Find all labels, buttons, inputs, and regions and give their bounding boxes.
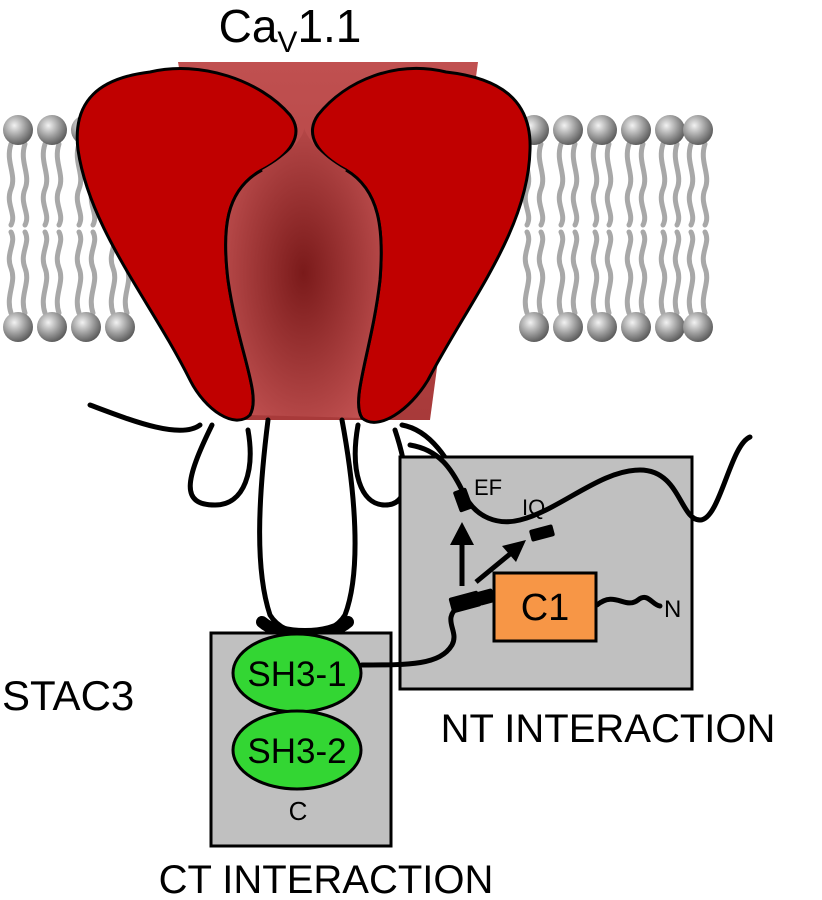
lipid-tail bbox=[556, 141, 566, 228]
channel-title: CaV1.1 bbox=[219, 0, 362, 59]
lipid-tail bbox=[74, 229, 84, 316]
lipid-head bbox=[553, 115, 583, 145]
iq-label: IQ bbox=[522, 495, 545, 520]
lipid-tail bbox=[536, 141, 546, 228]
lipid-tail bbox=[700, 141, 710, 228]
lipid-head bbox=[655, 115, 685, 145]
loop-to-stac3 bbox=[257, 417, 358, 637]
lipid-head bbox=[683, 312, 713, 342]
stac3-label: STAC3 bbox=[2, 672, 134, 719]
lipid-tail bbox=[590, 141, 600, 228]
lipid-tail bbox=[536, 229, 546, 316]
lipid-head bbox=[621, 115, 651, 145]
lipid-tail bbox=[570, 229, 580, 316]
lipid-tail bbox=[54, 141, 64, 228]
c1-domain bbox=[492, 571, 598, 643]
loop-right-outer bbox=[352, 422, 408, 508]
channel-pore-inner bbox=[225, 128, 382, 418]
lipid-tail bbox=[40, 141, 50, 228]
lipid-head bbox=[655, 312, 685, 342]
lipid-head bbox=[37, 115, 67, 145]
ct-interaction-label: CT INTERACTION bbox=[159, 858, 494, 900]
lipid-tail bbox=[638, 141, 648, 228]
lipid-tail bbox=[638, 229, 648, 316]
stac3-n-tail bbox=[594, 594, 663, 609]
stac3-nt-motif-2 bbox=[476, 588, 496, 606]
lipid-head bbox=[105, 312, 135, 342]
stac3-linker bbox=[359, 602, 463, 668]
lipid-tail bbox=[570, 141, 580, 228]
interaction-arrows bbox=[450, 522, 526, 586]
lipid-tail bbox=[672, 141, 682, 228]
lipid-tail bbox=[20, 229, 30, 316]
c1-label: C1 bbox=[521, 587, 570, 629]
lipid-head bbox=[587, 312, 617, 342]
lipid-tail bbox=[6, 141, 16, 228]
lipid-tail bbox=[658, 141, 668, 228]
loop-far-left bbox=[87, 402, 203, 433]
loop-left-outer bbox=[187, 422, 253, 508]
sh3-2-label: SH3-2 bbox=[247, 732, 346, 771]
lipid-head bbox=[37, 312, 67, 342]
n-terminus-label: N bbox=[664, 596, 681, 623]
lipid-tail bbox=[40, 229, 50, 316]
cav11-channel bbox=[75, 62, 532, 424]
lipid-tail bbox=[700, 229, 710, 316]
lipid-tail bbox=[604, 229, 614, 316]
stac3-nt-motif bbox=[448, 590, 482, 614]
lipid-head bbox=[553, 312, 583, 342]
lipid-tail bbox=[658, 229, 668, 316]
lipid-head bbox=[519, 312, 549, 342]
lipid-tail bbox=[624, 229, 634, 316]
lipid-tail bbox=[20, 141, 30, 228]
lipid-head bbox=[71, 312, 101, 342]
lipid-tail bbox=[624, 141, 634, 228]
lipid-tail bbox=[590, 229, 600, 316]
nt-interaction-label: NT INTERACTION bbox=[441, 707, 776, 751]
lipid-head bbox=[3, 312, 33, 342]
lipid-head bbox=[621, 312, 651, 342]
sh3-1-label: SH3-1 bbox=[247, 655, 346, 694]
lipid-head bbox=[587, 115, 617, 145]
lipid-tail bbox=[672, 229, 682, 316]
lipid-tail bbox=[6, 229, 16, 316]
sh3-2-domain bbox=[231, 709, 363, 791]
lipid-head bbox=[683, 115, 713, 145]
iq-motif bbox=[529, 524, 555, 542]
lipid-tail bbox=[522, 229, 532, 316]
lipid-tail bbox=[604, 141, 614, 228]
ef-motif bbox=[453, 487, 473, 513]
c-terminus-label: C bbox=[289, 796, 308, 826]
lipid-tail bbox=[686, 141, 696, 228]
lipid-tail bbox=[74, 141, 84, 228]
lipid-tail bbox=[686, 229, 696, 316]
lipid-tail bbox=[88, 229, 98, 316]
lipid-head bbox=[3, 115, 33, 145]
ef-label: EF bbox=[474, 475, 502, 500]
lipid-tail bbox=[556, 229, 566, 316]
lipid-tail bbox=[54, 229, 64, 316]
